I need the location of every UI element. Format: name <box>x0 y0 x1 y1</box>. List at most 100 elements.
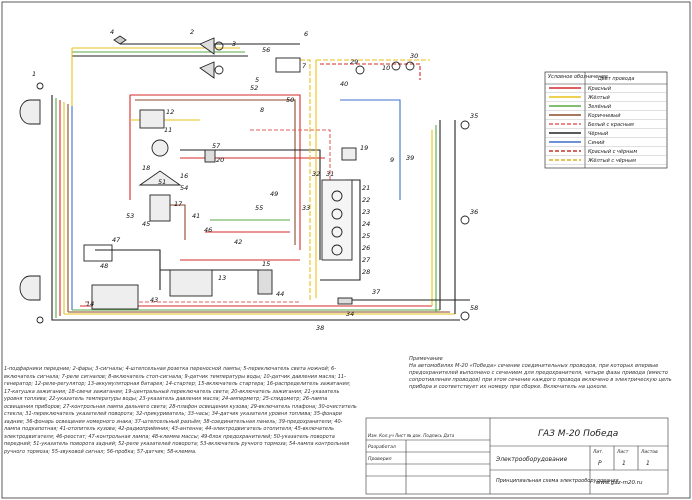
notes-block: Примечание На автомобилях М-20 «Победа» … <box>409 356 675 391</box>
component-number: 20 <box>216 156 224 164</box>
gauge-1 <box>331 190 343 202</box>
horn-lower-bell <box>214 65 224 75</box>
component-number: 26 <box>362 244 370 252</box>
component-number: 42 <box>234 238 242 246</box>
horn-upper-bell <box>214 41 224 51</box>
component-number: 55 <box>255 204 263 212</box>
ignition-switch <box>204 149 216 163</box>
legend-label: Красный <box>588 86 612 92</box>
component-number: 28 <box>362 268 370 276</box>
wire-black-battery <box>95 249 161 290</box>
legend-header-right: Цвет провода <box>598 76 634 82</box>
component-number: 54 <box>180 184 188 192</box>
fuel-sender <box>337 297 353 305</box>
component-number: 13 <box>218 274 226 282</box>
component-number: 39 <box>406 154 414 162</box>
legend-label: Красный с чёрным <box>588 149 637 155</box>
legend-label: Жёлтый <box>587 95 611 101</box>
component-number: 40 <box>340 80 348 88</box>
drawing-name: Принципиальная схема электрооборудования <box>496 478 619 484</box>
wire-red-center <box>130 94 301 250</box>
stage-label: Лит. <box>592 449 603 455</box>
trunk-lamp <box>405 61 415 71</box>
wire-harness <box>51 43 470 321</box>
legend-label: Жёлтый с чёрным <box>587 158 636 164</box>
sheets-value: 1 <box>646 460 650 467</box>
sheets-label: Листов <box>640 449 658 455</box>
component-number: 46 <box>204 226 212 234</box>
legend-label: Синий <box>588 140 605 146</box>
component-number: 5 <box>255 76 259 84</box>
legend-label: Чёрный <box>588 131 609 137</box>
sheet-value: 1 <box>622 460 626 467</box>
component-number: 14 <box>86 300 94 308</box>
component-number: 37 <box>372 288 381 296</box>
component-number: 29 <box>350 58 358 66</box>
notes-title: Примечание <box>409 356 443 362</box>
ignition-coil <box>149 194 171 222</box>
lamp-socket <box>113 35 127 45</box>
component-number: 21 <box>362 184 370 192</box>
component-number: 30 <box>410 52 418 60</box>
wire-whitered-mid <box>250 129 331 190</box>
voltage-regulator <box>139 109 165 129</box>
title-block-frame <box>365 417 669 495</box>
component-number: 23 <box>362 208 370 216</box>
gauge-2 <box>331 208 343 220</box>
wire-black-left <box>51 95 60 321</box>
component-number: 57 <box>212 142 221 150</box>
wiper-motor <box>391 61 401 71</box>
component-number: 19 <box>360 144 368 152</box>
component-number: 51 <box>158 178 166 186</box>
component-number: 35 <box>470 112 478 120</box>
wire-blue-right <box>340 99 401 200</box>
gauge-3 <box>331 226 343 238</box>
component-number: 2 <box>190 28 194 36</box>
component-number: 15 <box>262 260 270 268</box>
tail-lamp-upper <box>460 120 470 130</box>
sheet-label: Лист <box>616 449 629 455</box>
component-number: 45 <box>142 220 150 228</box>
headlight-left-upper <box>19 99 41 125</box>
component-number: 32 <box>312 170 320 178</box>
battery <box>169 269 213 297</box>
starter-relay <box>257 269 273 295</box>
component-number: 25 <box>362 232 370 240</box>
wire-legend: Условное обозначение Цвет провода Красны… <box>544 71 668 169</box>
component-number: 44 <box>276 290 284 298</box>
legend-label: Коричневый <box>588 113 621 119</box>
wire-black-mid <box>180 149 321 260</box>
component-number: 36 <box>470 208 478 216</box>
component-number: 47 <box>112 236 121 244</box>
distributor-cap <box>138 170 182 186</box>
component-number: 56 <box>262 46 270 54</box>
component-number: 27 <box>362 256 371 264</box>
stage-value: Р <box>598 460 602 467</box>
wire-brown-center <box>135 99 296 245</box>
tail-lamp-lower <box>460 311 470 321</box>
instrument-panel <box>321 179 353 261</box>
component-number: 9 <box>390 156 394 164</box>
title-block-change-row: Изм. Кол.уч Лист № док. Подпись Дата <box>368 433 455 438</box>
component-number: 34 <box>346 310 354 318</box>
starter-motor <box>91 284 139 310</box>
component-number: 48 <box>100 262 108 270</box>
component-number: 33 <box>302 204 310 212</box>
title-block-developed: Разработал <box>368 444 396 450</box>
drawing-designation: ГАЗ М-20 Победа <box>538 429 618 439</box>
component-number: 16 <box>180 172 188 180</box>
legend-label: Белый с красным <box>588 122 634 128</box>
component-number: 17 <box>174 200 183 208</box>
component-number: 6 <box>304 30 308 38</box>
component-number: 58 <box>470 304 478 312</box>
website: www.gaz-m20.ru <box>596 480 643 486</box>
headlight-left-lower <box>19 275 41 301</box>
component-number: 50 <box>286 96 294 104</box>
fuse-block <box>83 244 113 262</box>
wire-redblack-top <box>320 63 421 80</box>
component-number: 7 <box>302 62 307 70</box>
generator <box>151 139 169 157</box>
